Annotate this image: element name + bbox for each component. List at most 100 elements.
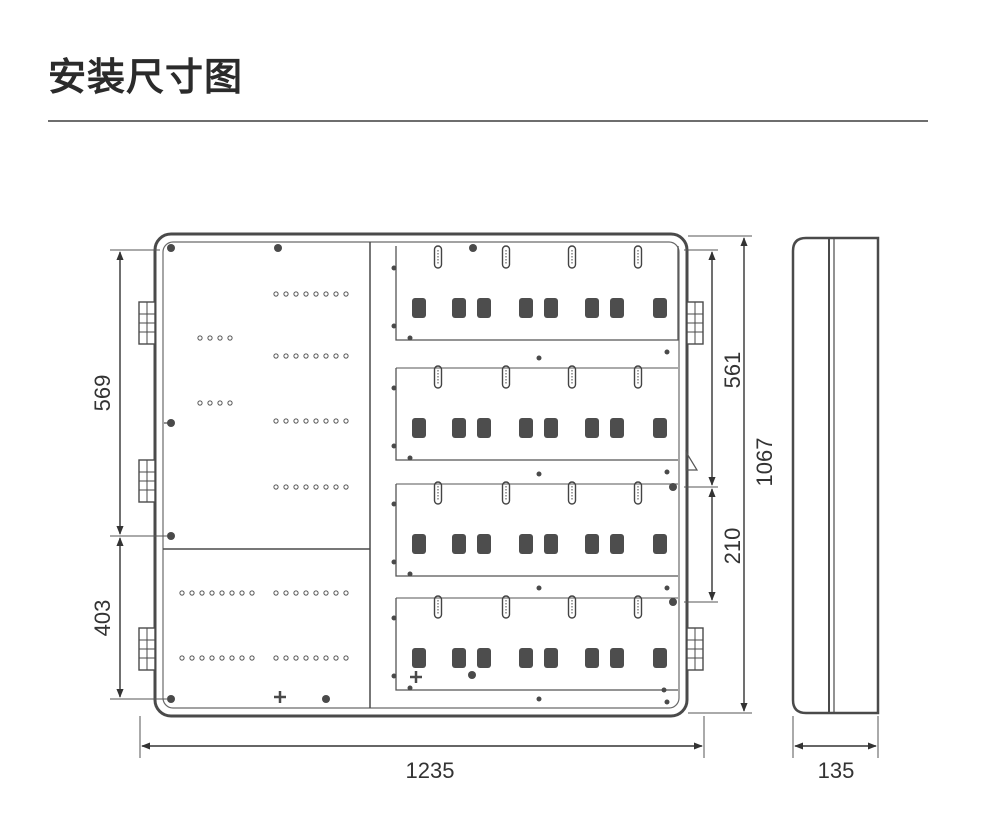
terminal-dot bbox=[219, 655, 225, 661]
row-dot bbox=[536, 585, 542, 591]
terminal-dot bbox=[239, 590, 245, 596]
row-dot bbox=[391, 673, 397, 679]
row-dot bbox=[536, 696, 542, 702]
row-dot bbox=[536, 355, 542, 361]
terminal-dot bbox=[293, 590, 299, 596]
meter-block bbox=[653, 534, 667, 554]
row-frame bbox=[395, 368, 678, 461]
terminal-dot bbox=[189, 655, 195, 661]
terminal-dot bbox=[293, 418, 299, 424]
meter-block bbox=[452, 648, 466, 668]
meter-block bbox=[519, 534, 533, 554]
meter-block bbox=[412, 648, 426, 668]
mounting-point bbox=[468, 671, 476, 679]
terminal-dot bbox=[293, 291, 299, 297]
meter-block bbox=[585, 648, 599, 668]
terminal-dot bbox=[283, 484, 289, 490]
mounting-point bbox=[469, 244, 477, 252]
terminal-dot bbox=[303, 590, 309, 596]
meter-block bbox=[653, 298, 667, 318]
meter-block bbox=[412, 298, 426, 318]
terminal-dot bbox=[227, 335, 233, 341]
terminal-dot bbox=[313, 418, 319, 424]
meter-slot bbox=[567, 365, 577, 389]
meter-block bbox=[519, 298, 533, 318]
terminal-dot bbox=[343, 353, 349, 359]
row-dot bbox=[661, 687, 667, 693]
row-frame bbox=[395, 246, 679, 341]
meter-slot bbox=[501, 365, 511, 389]
terminal-dot bbox=[303, 655, 309, 661]
terminal-dot bbox=[323, 418, 329, 424]
terminal-dot bbox=[343, 291, 349, 297]
terminal-dot bbox=[333, 418, 339, 424]
terminal-dot bbox=[217, 400, 223, 406]
terminal-dot bbox=[303, 418, 309, 424]
meter-slot bbox=[633, 245, 643, 269]
hinge-bracket bbox=[138, 459, 156, 503]
meter-block bbox=[610, 648, 624, 668]
meter-row bbox=[391, 355, 678, 475]
hinge-bracket bbox=[686, 627, 704, 671]
terminal-dot bbox=[333, 655, 339, 661]
terminal-dot bbox=[333, 291, 339, 297]
row-dot bbox=[664, 699, 670, 705]
meter-slot bbox=[633, 365, 643, 389]
door-latch-mark bbox=[685, 449, 699, 471]
meter-block bbox=[544, 534, 558, 554]
row-dot bbox=[391, 323, 397, 329]
row-dot bbox=[391, 559, 397, 565]
terminal-dot bbox=[293, 353, 299, 359]
side-view-outline bbox=[791, 236, 880, 715]
dimension-lines bbox=[116, 237, 877, 750]
meter-slot bbox=[567, 481, 577, 505]
terminal-dot bbox=[273, 590, 279, 596]
meter-block bbox=[653, 418, 667, 438]
meter-block bbox=[610, 418, 624, 438]
terminal-dot bbox=[323, 353, 329, 359]
meter-block bbox=[519, 648, 533, 668]
terminal-dot bbox=[313, 291, 319, 297]
meter-rows bbox=[391, 244, 679, 705]
row-dot bbox=[391, 615, 397, 621]
row-frame bbox=[395, 598, 678, 691]
terminal-dot bbox=[313, 590, 319, 596]
terminal-dot bbox=[283, 590, 289, 596]
front-view bbox=[138, 232, 704, 718]
meter-block bbox=[412, 534, 426, 554]
row-dot bbox=[664, 469, 670, 475]
row-dot bbox=[391, 501, 397, 507]
meter-slot bbox=[433, 365, 443, 389]
row-dot bbox=[407, 685, 413, 691]
left-upper-dimension-label: 569 bbox=[90, 375, 115, 412]
meter-block bbox=[610, 298, 624, 318]
terminal-dot bbox=[273, 655, 279, 661]
meter-block bbox=[544, 648, 558, 668]
terminal-dot bbox=[219, 590, 225, 596]
row-dot bbox=[391, 385, 397, 391]
meter-block bbox=[477, 648, 491, 668]
terminal-dot bbox=[333, 590, 339, 596]
hinge-bracket bbox=[138, 627, 156, 671]
side-view bbox=[791, 236, 880, 715]
terminal-dot bbox=[239, 655, 245, 661]
meter-slot bbox=[501, 245, 511, 269]
mounting-point bbox=[669, 598, 677, 606]
meter-row bbox=[391, 245, 679, 355]
meter-block bbox=[452, 298, 466, 318]
meter-block bbox=[544, 298, 558, 318]
terminal-dot bbox=[229, 655, 235, 661]
terminal-dot bbox=[283, 353, 289, 359]
width-dimension-label: 1235 bbox=[406, 758, 455, 783]
row-dot bbox=[536, 471, 542, 477]
height-dimension-label: 1067 bbox=[752, 438, 777, 487]
meter-block bbox=[585, 534, 599, 554]
terminal-dot bbox=[323, 291, 329, 297]
title-divider bbox=[48, 120, 928, 122]
terminal-dot bbox=[189, 590, 195, 596]
meter-block bbox=[412, 418, 426, 438]
meter-slot bbox=[633, 595, 643, 619]
meter-block bbox=[585, 298, 599, 318]
row-dot bbox=[664, 349, 670, 355]
terminal-dot bbox=[207, 400, 213, 406]
